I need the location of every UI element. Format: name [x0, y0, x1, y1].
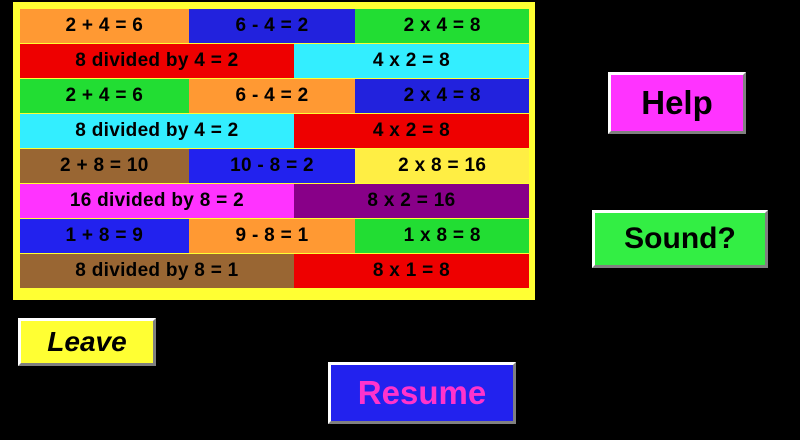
fact-cell: 8 divided by 4 = 2 — [20, 44, 294, 78]
resume-button-label: Resume — [357, 374, 487, 411]
fact-cell: 9 - 8 = 1 — [188, 219, 356, 253]
help-button-label: Help — [641, 84, 713, 121]
fact-cell: 2 + 4 = 6 — [20, 9, 189, 43]
fact-cell: 6 - 4 = 2 — [188, 79, 356, 113]
fact-cell: 8 x 1 = 8 — [293, 254, 529, 288]
leave-button-label: Leave — [47, 326, 127, 357]
fact-cell: 4 x 2 = 8 — [293, 44, 529, 78]
fact-cell: 1 + 8 = 9 — [20, 219, 189, 253]
fact-cell: 2 + 4 = 6 — [20, 79, 189, 113]
fact-cell: 2 + 8 = 10 — [20, 149, 189, 183]
fact-cell: 2 x 4 = 8 — [355, 79, 529, 113]
fact-cell: 2 x 4 = 8 — [355, 9, 529, 43]
sound-button[interactable]: Sound? — [592, 210, 768, 268]
fact-cell: 2 x 8 = 16 — [355, 149, 529, 183]
fact-cell: 1 x 8 = 8 — [355, 219, 529, 253]
sound-button-label: Sound? — [624, 222, 736, 255]
fact-cell: 8 divided by 8 = 1 — [20, 254, 294, 288]
fact-cell: 6 - 4 = 2 — [188, 9, 356, 43]
fact-cell: 10 - 8 = 2 — [188, 149, 356, 183]
fact-cell: 4 x 2 = 8 — [293, 114, 529, 148]
fact-cell: 8 x 2 = 16 — [293, 184, 529, 218]
leave-button[interactable]: Leave — [18, 318, 156, 366]
fact-cell: 16 divided by 8 = 2 — [20, 184, 294, 218]
fact-cell: 8 divided by 4 = 2 — [20, 114, 294, 148]
resume-button[interactable]: Resume — [328, 362, 516, 424]
help-button[interactable]: Help — [608, 72, 746, 134]
